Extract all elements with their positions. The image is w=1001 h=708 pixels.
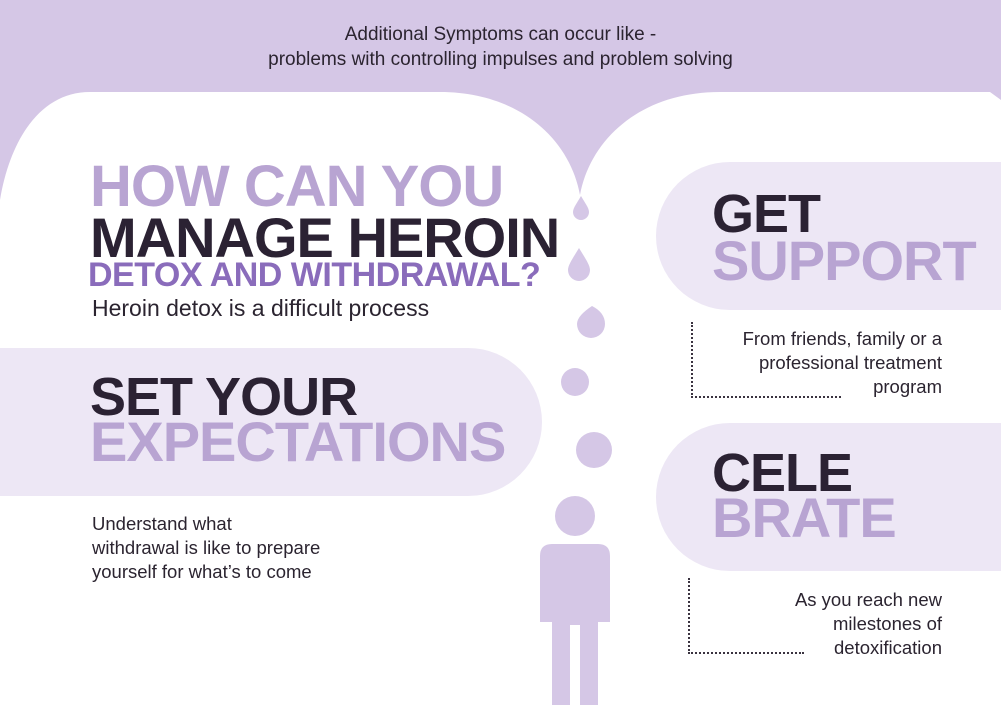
droplet-icon [561,368,589,396]
support-dotted-bracket-bottom [691,396,841,398]
expectations-title-dark: SET YOUR [90,367,358,427]
person-icon [540,496,610,705]
expectations-desc-line-3: yourself for what’s to come [92,561,312,582]
heading-line-1: HOW CAN YOU [90,154,504,219]
top-note-line-2: problems with controlling impulses and p… [268,49,733,70]
heading-line-3: DETOX AND WITHDRAWAL? [88,256,541,294]
celebrate-title-light: BRATE [712,486,897,549]
support-title-dark: GET [712,184,821,244]
top-note: Additional Symptoms can occur like - pro… [0,22,1001,72]
celebrate-dotted-bracket-left [688,578,690,654]
support-desc-line-1: From friends, family or a [742,328,942,349]
support-description: From friends, family or a professional t… [690,327,942,399]
support-desc-line-3: program [873,376,942,397]
celebrate-desc-line-2: milestones of [833,613,942,634]
top-band-right-shoulder [990,92,1001,100]
celebrate-desc-line-1: As you reach new [794,589,942,610]
expectations-desc-line-2: withdrawal is like to prepare [92,537,321,558]
droplet-icon [576,432,612,468]
heading-subtitle: Heroin detox is a difficult process [92,295,430,321]
droplet-icon [573,196,589,220]
celebrate-pill [656,423,1001,571]
support-pill [656,162,1001,310]
expectations-title-light: EXPECTATIONS [90,410,506,473]
droplet-icon [568,248,590,281]
expectations-pill [0,348,542,496]
support-dotted-bracket-left [691,322,693,398]
celebrate-title-dark: CELE [712,443,853,503]
support-desc-line-2: professional treatment [758,352,942,373]
celebrate-dotted-bracket-bottom [688,652,804,654]
expectations-desc-line-1: Understand what [92,513,232,534]
top-note-line-1: Additional Symptoms can occur like - [344,24,657,45]
droplet-icon [577,306,605,338]
heading-line-2: MANAGE HEROIN [90,206,560,269]
top-lavender-band [0,0,1001,200]
celebrate-description: As you reach new milestones of detoxific… [690,588,942,660]
support-title-light: SUPPORT [712,229,977,292]
celebrate-desc-line-3: detoxification [834,637,942,658]
expectations-description: Understand what withdrawal is like to pr… [92,512,320,584]
